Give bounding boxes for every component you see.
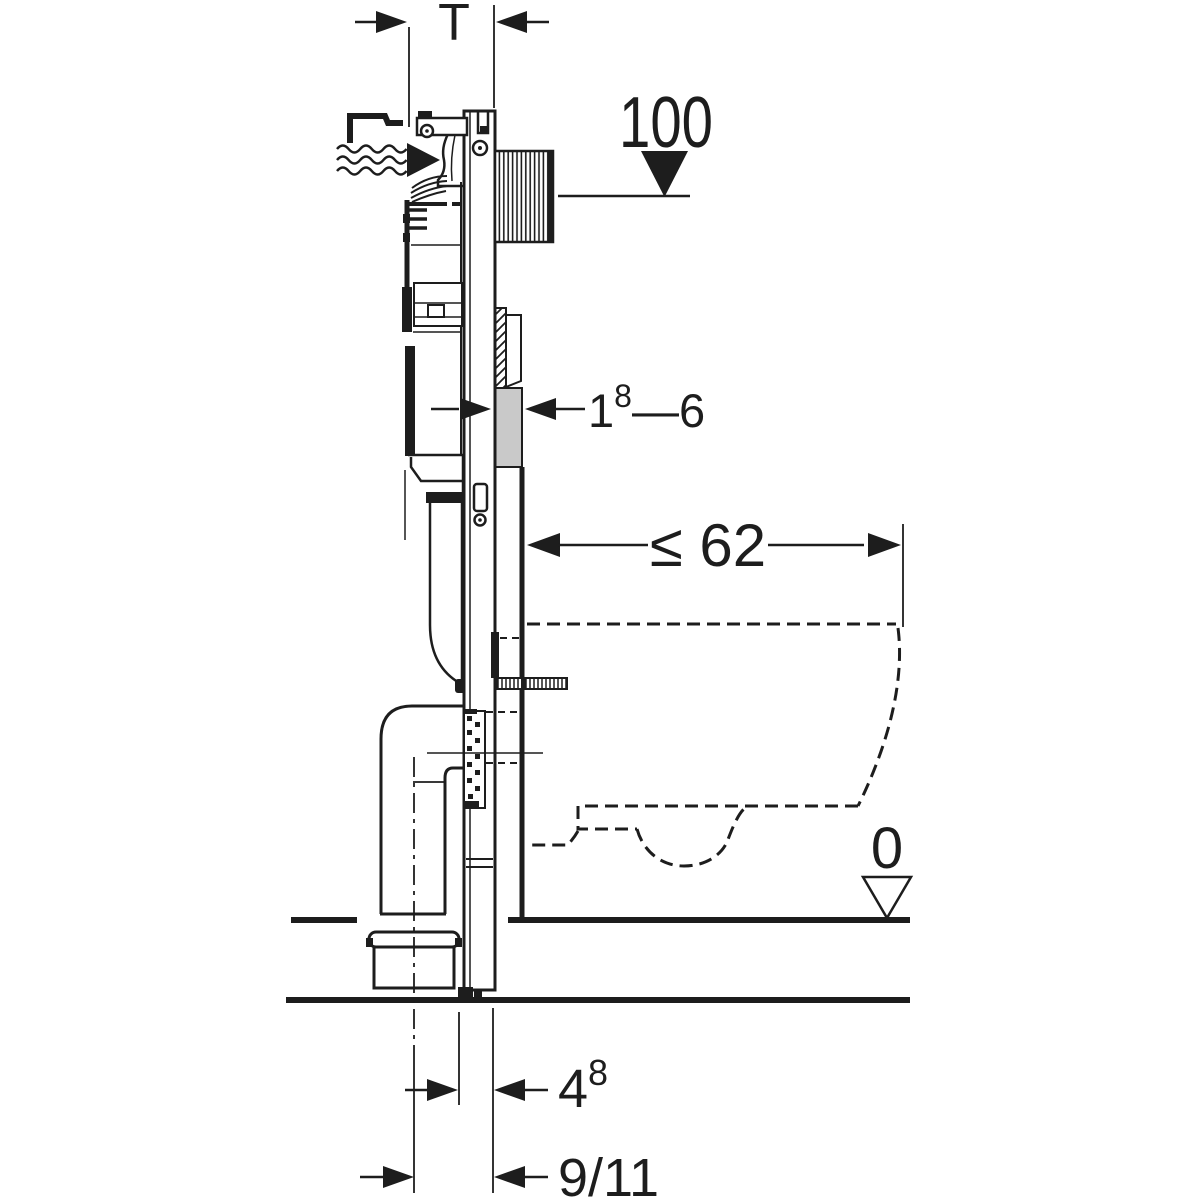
dim-zero: 0 bbox=[860, 816, 914, 921]
dim-meter-label: 100 bbox=[619, 83, 713, 163]
dim-wall-finish: 18—6 bbox=[431, 378, 705, 437]
dim-t: T bbox=[355, 0, 549, 127]
dim-outlet-height: 9/11 bbox=[360, 1045, 659, 1200]
outlet-gasket bbox=[426, 492, 464, 503]
flush-stub bbox=[491, 632, 499, 678]
tank-outlet-funnel bbox=[409, 457, 463, 483]
dim-outlet-depth-base: 4 bbox=[558, 1059, 588, 1119]
pan-underside-edge bbox=[576, 804, 858, 831]
water-waves bbox=[336, 144, 408, 176]
zero-level-icon bbox=[860, 875, 914, 921]
dim-clearance: ≤ 62 bbox=[527, 512, 904, 627]
wc-pan-outline bbox=[527, 622, 902, 868]
rail-slot bbox=[472, 482, 489, 513]
arrowhead-right-icon bbox=[376, 11, 407, 33]
frame-rail bbox=[458, 109, 497, 999]
bracket-block bbox=[418, 111, 432, 118]
arrowhead-left-icon bbox=[494, 1079, 525, 1101]
pan-connector bbox=[427, 632, 568, 809]
arrowhead-right-icon bbox=[383, 1166, 414, 1188]
meter-level-icon bbox=[641, 151, 688, 197]
dim-clearance-label: ≤ 62 bbox=[650, 512, 766, 579]
pan-bowl-curve bbox=[635, 804, 749, 868]
dim-outlet-depth-label: 48 bbox=[558, 1052, 608, 1119]
elbow-inner-edge bbox=[443, 766, 466, 914]
bracket-bolt-dot bbox=[425, 129, 429, 133]
flush-valve-detail bbox=[427, 304, 445, 318]
dim-wall-finish-rest: —6 bbox=[632, 384, 705, 437]
flush-bend bbox=[428, 503, 468, 693]
dim-wall-finish-sup: 8 bbox=[614, 378, 632, 414]
fill-valve-inner-line bbox=[450, 134, 456, 182]
dim-outlet-depth: 48 bbox=[405, 1008, 608, 1193]
elbow-outer-edge bbox=[379, 704, 466, 914]
threaded-rod-wall bbox=[496, 677, 523, 690]
rail-profile bbox=[462, 109, 497, 992]
arrowhead-right-icon bbox=[427, 1079, 458, 1101]
rail-bolt-dot-mid bbox=[478, 518, 482, 522]
rail-notch-block bbox=[480, 126, 487, 133]
pan-rear-curve bbox=[527, 830, 580, 847]
dim-outlet-depth-sup: 8 bbox=[588, 1052, 608, 1093]
water-arrow-icon bbox=[407, 143, 440, 177]
dim-t-label: T bbox=[438, 0, 470, 52]
arrowhead-left-icon bbox=[496, 11, 527, 33]
rail-foot-block bbox=[474, 989, 482, 997]
tank-ribs bbox=[409, 208, 427, 230]
concealed-cistern bbox=[402, 132, 468, 540]
connector-seal-texture bbox=[464, 709, 480, 807]
arrowhead-right-icon bbox=[460, 398, 491, 420]
plaster-layer bbox=[493, 387, 523, 468]
rail-bolt-dot-top bbox=[478, 146, 482, 150]
dim-wall-finish-label: 18—6 bbox=[588, 378, 705, 437]
dim-zero-label: 0 bbox=[871, 816, 903, 881]
supply-bellows bbox=[410, 175, 448, 203]
sleeve-body bbox=[493, 149, 555, 244]
arrowhead-left-icon bbox=[527, 533, 560, 557]
dim-outlet-height-label: 9/11 bbox=[558, 1148, 659, 1200]
tile-layer bbox=[505, 314, 522, 389]
arrowhead-right-icon bbox=[868, 533, 901, 557]
bracket-arm bbox=[347, 113, 403, 143]
water-supply-icon bbox=[336, 143, 440, 177]
threaded-rod bbox=[524, 677, 568, 690]
flush-bend-left-wall bbox=[428, 503, 464, 687]
connector-band bbox=[463, 710, 486, 809]
socket-clip-right bbox=[455, 938, 462, 947]
dim-meter: 100 bbox=[558, 83, 713, 198]
arrowhead-left-icon bbox=[494, 1166, 525, 1188]
protection-sleeve bbox=[493, 149, 555, 244]
pan-front-edge bbox=[856, 627, 902, 807]
dim-wall-finish-base: 1 bbox=[588, 384, 614, 437]
drain-elbow bbox=[379, 704, 466, 916]
floor-lines bbox=[286, 917, 910, 1003]
arrowhead-left-icon bbox=[525, 398, 556, 420]
socket-clip-left bbox=[366, 938, 373, 947]
wall-bracket bbox=[347, 111, 469, 143]
rail-foot-plate bbox=[458, 987, 473, 999]
